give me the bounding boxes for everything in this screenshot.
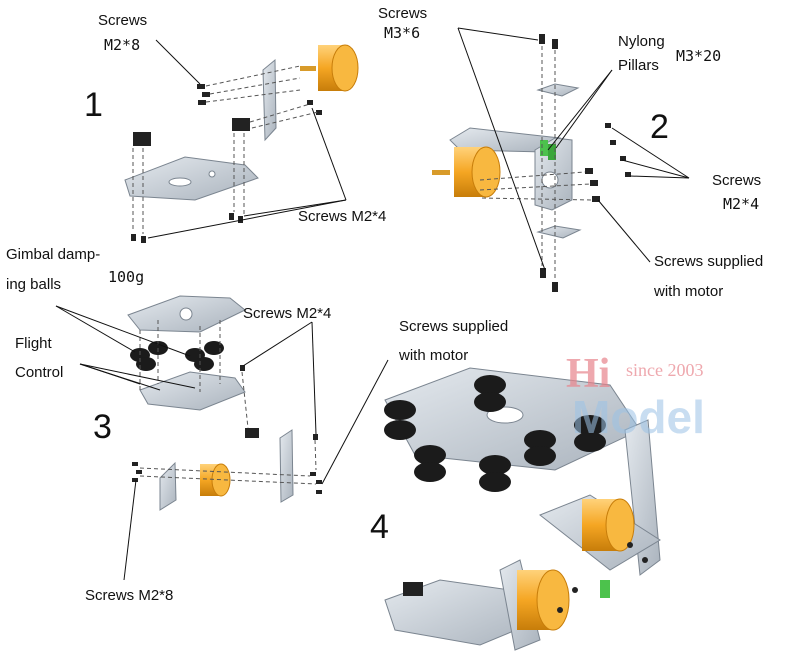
step1-plate-hole: [208, 170, 216, 178]
step4-motor1-face: [605, 498, 635, 552]
step4-pillar: [600, 580, 610, 598]
step1-clamp-left: [133, 132, 151, 146]
label-screws-m2x4-step1: Screws M2*4: [298, 208, 387, 225]
step3-screws: [132, 365, 322, 494]
step1-clamp-right: [232, 118, 250, 131]
label-screws-m2x4-step3: Screws M2*4: [243, 305, 332, 322]
step1-illustration: [124, 39, 359, 243]
step1-motor-shaft: [300, 66, 316, 71]
label-nylong: Nylong: [618, 33, 665, 50]
label-control: Control: [15, 364, 64, 381]
step1-vertical-bracket: [262, 58, 277, 142]
step2-leader-lines: [457, 27, 690, 271]
label-m2x8-top-left: M2*8: [104, 36, 141, 54]
step2-pillar-a: [540, 140, 548, 156]
label-screws-m3x6: Screws: [378, 5, 428, 22]
step3-vertical-bracket: [279, 429, 294, 503]
label-screws-motor-step3-a: Screws supplied: [399, 318, 509, 335]
label-screws-motor-step2-b: with motor: [654, 283, 724, 300]
step3-guide-lines: [139, 320, 317, 485]
step3-upper-plate-hole: [179, 307, 193, 321]
watermark-hi: Hi: [566, 351, 611, 397]
step4-motor2-face: [536, 569, 570, 631]
step2-illustration: [432, 27, 690, 292]
label-screws-top-left: Screws: [98, 12, 148, 29]
step1-base-plate: [124, 156, 259, 201]
step2-guide-lines: [479, 46, 593, 280]
step-number-4: 4: [370, 508, 389, 546]
label-screws-motor-step3-b: with motor: [399, 347, 469, 364]
step3-leader-lines: [55, 305, 389, 581]
step3-clamp: [245, 428, 259, 438]
step-number-3: 3: [93, 408, 112, 446]
label-screws-right: Screws: [712, 172, 762, 189]
label-gimbal-balls-b: ing balls: [6, 276, 62, 293]
step3-illustration: [55, 295, 389, 581]
step1-motor-face: [331, 44, 359, 92]
step4-illustration: [384, 367, 661, 651]
step2-motor-face: [471, 146, 501, 198]
step2-pillar-b: [548, 144, 556, 160]
step4-clamp: [403, 582, 423, 596]
label-m3x6: M3*6: [384, 24, 421, 42]
step3-side-plate: [159, 461, 177, 511]
step1-plate-slot: [168, 177, 192, 187]
step4-screws: [557, 542, 648, 613]
step3-dampers: [130, 341, 224, 371]
step1-guide-lines: [132, 65, 319, 234]
step2-motor-shaft: [432, 170, 450, 175]
step2-top-bracket: [536, 83, 580, 97]
label-flight: Flight: [15, 335, 52, 352]
step-number-1: 1: [84, 86, 103, 124]
label-m2x4-right: M2*4: [723, 195, 760, 213]
step3-lower-plate: [139, 371, 246, 411]
label-weight: 100g: [108, 268, 145, 286]
step1-screws: [131, 84, 322, 243]
label-m3x20: M3*20: [676, 47, 722, 65]
step1-leader-lines: [147, 39, 347, 239]
watermark: Hi since 2003 Model: [566, 350, 726, 450]
label-screws-m2x8-bottom: Screws M2*8: [85, 587, 174, 604]
label-gimbal-balls-a: Gimbal damp-: [6, 246, 101, 263]
step-number-2: 2: [650, 108, 669, 146]
step2-bottom-bracket: [536, 225, 582, 239]
watermark-since: since 2003: [626, 360, 704, 380]
label-screws-motor-step2-a: Screws supplied: [654, 253, 764, 270]
step4-dampers: [384, 375, 606, 492]
step2-screws: [539, 34, 631, 292]
label-pillars: Pillars: [618, 57, 659, 74]
watermark-model: Model: [572, 391, 705, 443]
